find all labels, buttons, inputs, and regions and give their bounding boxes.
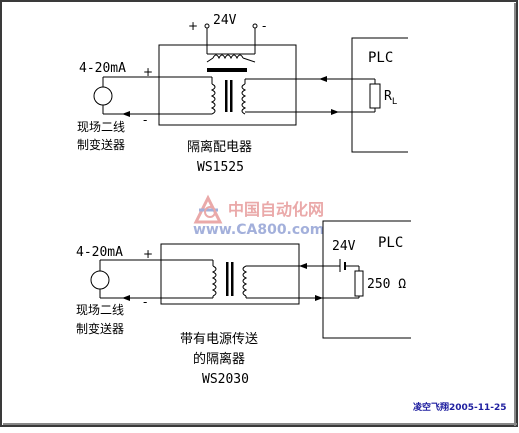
transmitter-label-top-1: 现场二线 xyxy=(77,120,125,134)
bottom-circuit: 4-20mA + - 现场二线 制变送器 PLC 24V 250 Ω 带有电源传… xyxy=(76,220,411,387)
plus-label-top: + xyxy=(143,65,153,79)
isolator-name-bottom-2: 的隔离器 xyxy=(193,351,245,367)
ca800-logo-icon xyxy=(193,194,223,224)
battery-icon xyxy=(339,259,359,272)
supply-label-bottom: 24V xyxy=(332,239,356,254)
transmitter-label-bottom-2: 制变送器 xyxy=(76,321,124,336)
watermark: 中国自动化网 www.CA800.com xyxy=(193,194,324,238)
top-circuit: + - 24V 4-20mA + - 现场二线 制变送器 xyxy=(77,13,408,175)
supply-minus-top: - xyxy=(262,19,266,33)
plus-label-bottom: + xyxy=(143,247,153,261)
isolator-name-top: 隔离配电器 xyxy=(187,139,252,155)
minus-label-bottom: - xyxy=(143,295,147,309)
plc-box-bottom xyxy=(322,220,411,339)
transformer-icon-top xyxy=(210,80,247,115)
supply-plus-top: + xyxy=(188,19,198,33)
resistor-label-top: RL xyxy=(384,89,397,107)
transmitter-icon-top xyxy=(93,86,113,106)
watermark-cn: 中国自动化网 xyxy=(228,200,324,219)
isolator-model-bottom: WS2030 xyxy=(202,372,249,387)
supply-label-top: 24V xyxy=(213,13,237,28)
transmitter-label-top-2: 制变送器 xyxy=(77,137,125,152)
current-label-bottom: 4-20mA xyxy=(76,245,123,260)
watermark-url: www.CA800.com xyxy=(193,222,324,238)
load-resistor-top xyxy=(369,83,381,109)
minus-label-top: - xyxy=(143,113,147,127)
plc-label-top: PLC xyxy=(368,50,393,66)
supply-coil-icon xyxy=(212,54,244,60)
isolator-box-bottom xyxy=(160,243,300,305)
transformer-icon-bottom xyxy=(211,262,248,297)
signature: 凌空飞翔2005-11-25 xyxy=(413,401,507,413)
resistor-label-bottom: 250 Ω xyxy=(367,277,406,292)
current-label-top: 4-20mA xyxy=(79,61,126,76)
transmitter-label-bottom-1: 现场二线 xyxy=(76,303,124,317)
plc-box-top xyxy=(351,37,408,153)
power-bar-icon xyxy=(207,68,247,72)
isolator-model-top: WS1525 xyxy=(197,160,244,175)
plc-label-bottom: PLC xyxy=(378,235,403,251)
isolator-name-bottom-1: 带有电源传送 xyxy=(180,332,258,347)
load-resistor-bottom xyxy=(354,270,364,297)
transmitter-icon-bottom xyxy=(90,270,110,290)
isolator-box-top xyxy=(158,44,297,126)
